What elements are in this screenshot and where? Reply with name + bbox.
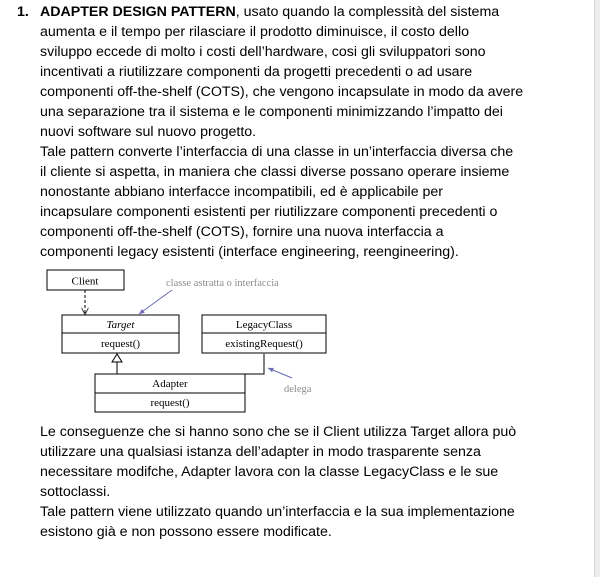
client-label: Client — [72, 276, 99, 288]
adapter-class-box: Adapter request() — [94, 373, 246, 413]
consequences-text: Le conseguenze che si hanno sono che se … — [40, 422, 585, 542]
text-line: sottoclassi. — [40, 484, 111, 500]
delegation-link — [245, 354, 265, 375]
target-method: request() — [101, 338, 140, 350]
legacy-class-box: LegacyClass existingRequest() — [201, 314, 327, 354]
text-line: esistono già e non possono essere modifi… — [40, 524, 332, 540]
client-class-box: Client — [46, 269, 125, 291]
list-number: 1. — [17, 4, 29, 20]
text-line: aumenta e il tempo per rilasciare il pro… — [40, 24, 469, 40]
text-line: sviluppo eccede di molto i costi dell’ha… — [40, 44, 486, 60]
delegate-note: delega — [284, 384, 312, 395]
text-line: incentivati a riutilizzare componenti da… — [40, 64, 473, 80]
text-line: necessitare modifche, Adapter lavora con… — [40, 464, 499, 480]
text-line: una separazione tra il sistema e le comp… — [40, 104, 503, 120]
uml-class-diagram: Client classe astratta o interfaccia Tar… — [46, 269, 327, 413]
text-line: Tale pattern viene utilizzato quando un’… — [40, 504, 515, 520]
legacy-method: existingRequest() — [225, 338, 303, 350]
text-line: componenti legacy esistenti (interface e… — [40, 244, 459, 260]
text-line: ADAPTER DESIGN PATTERN, usato quando la … — [40, 2, 585, 22]
target-class-name: Target — [107, 319, 136, 331]
adapter-method: request() — [150, 397, 189, 409]
text-line: nuovi software sul nuovo progetto. — [40, 124, 257, 140]
target-class-box: Target request() — [61, 314, 180, 354]
text-line: Le conseguenze che si hanno sono che se … — [40, 424, 517, 440]
text-line-part: , usato quando la complessità del sistem… — [235, 4, 500, 20]
inheritance-arrow — [111, 353, 123, 374]
text-line: nonostante abbiano interfacce incompatib… — [40, 184, 444, 200]
text-line: il cliente si aspetta, in maniera che cl… — [40, 164, 510, 180]
text-line: incapsulare componenti esistenti per riu… — [40, 204, 498, 220]
delegate-note-arrow — [267, 367, 293, 379]
text-line: utilizzare una qualsiasi istanza dell’ad… — [40, 444, 481, 460]
legacy-class-name: LegacyClass — [236, 319, 292, 331]
heading-bold: ADAPTER DESIGN PATTERN — [40, 4, 236, 20]
abstract-note: classe astratta o interfaccia — [166, 278, 279, 289]
adapter-class-name: Adapter — [152, 378, 188, 390]
text-line: Tale pattern converte l’interfaccia di u… — [40, 144, 514, 160]
main-text: ADAPTER DESIGN PATTERN, usato quando la … — [40, 2, 585, 262]
abstract-note-arrow — [138, 289, 173, 315]
text-line: componenti off-the-shelf (COTS), che ven… — [40, 84, 524, 100]
text-line: componenti off-the-shelf (COTS), fornire… — [40, 224, 444, 240]
